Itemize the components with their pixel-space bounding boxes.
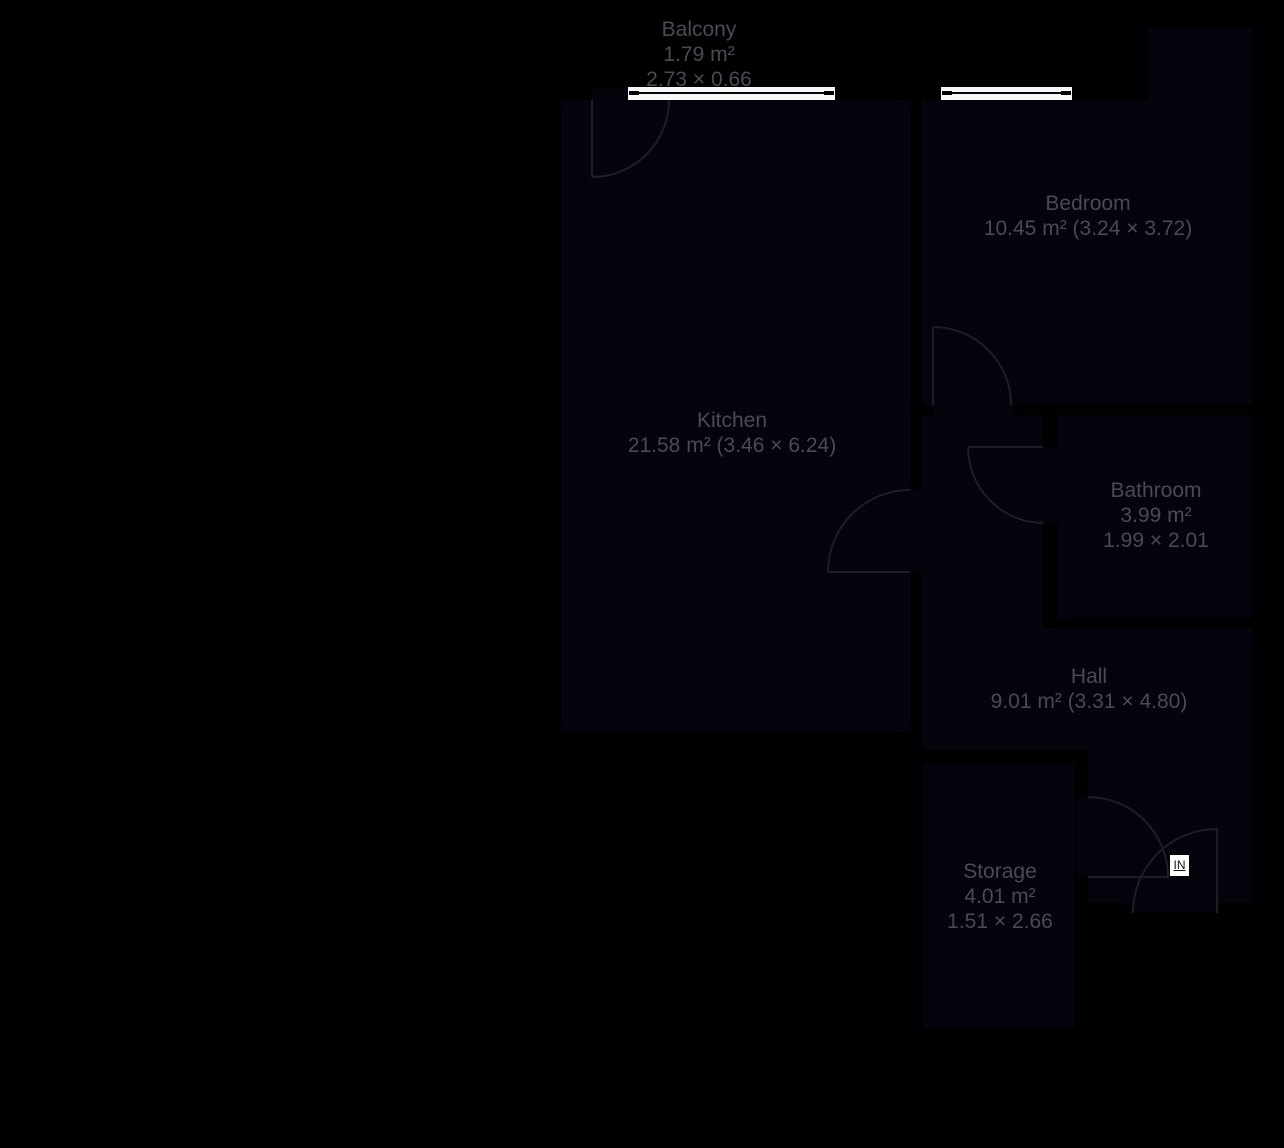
hall-room [922,628,1252,750]
hall-corridor [922,415,1043,628]
bedroom-name: Bedroom [1045,192,1131,215]
bedroom-doorway [933,405,1013,415]
balcony-doorway [592,88,628,100]
window-mullion [948,92,1065,94]
storage-label: Storage 4.01 m² 1.51 × 2.66 [947,859,1053,934]
window-tick [1061,91,1071,95]
bathroom-room [1058,415,1252,618]
bathroom-dims: 1.99 × 2.01 [1103,529,1209,552]
balcony-window [628,87,835,100]
storage-name: Storage [963,860,1037,883]
storage-dims: 1.51 × 2.66 [947,910,1053,933]
bathroom-name: Bathroom [1110,479,1202,502]
balcony-dims: 2.73 × 0.66 [646,68,752,91]
kitchen-doorway [911,490,922,572]
balcony-area: 1.79 m² [663,43,735,66]
kitchen-name: Kitchen [696,409,768,432]
entry-doorway [1135,903,1217,913]
window-tick [629,91,639,95]
bedroom-room [922,100,1252,405]
balcony-label: Balcony 1.79 m² 2.73 × 0.66 [646,17,752,92]
window-tick [824,91,834,95]
bedroom-window [941,87,1072,100]
bathroom-area: 3.99 m² [1120,504,1192,527]
storage-doorway [1077,797,1088,877]
entrance-in-badge: IN [1170,855,1189,876]
storage-area: 4.01 m² [964,885,1036,908]
kitchen-room [561,100,911,732]
bedroom-label: Bedroom 10.45 m² (3.24 × 3.72) [984,191,1192,241]
kitchen-label: Kitchen 21.58 m² (3.46 × 6.24) [628,408,836,458]
bedroom-room-notch [1148,27,1252,102]
entry-vestibule [1088,750,1252,903]
window-mullion [635,92,828,94]
balcony-name: Balcony [661,18,737,41]
hall-area: 9.01 m² (3.31 × 4.80) [990,690,1188,713]
window-tick [942,91,952,95]
hall-name: Hall [1070,665,1108,688]
hall-label: Hall 9.01 m² (3.31 × 4.80) [991,664,1188,714]
bedroom-area: 10.45 m² (3.24 × 3.72) [983,217,1193,240]
storage-room [923,763,1075,1028]
kitchen-area: 21.58 m² (3.46 × 6.24) [627,434,837,457]
bathroom-doorway [1043,447,1058,523]
bathroom-label: Bathroom 3.99 m² 1.99 × 2.01 [1103,478,1209,553]
